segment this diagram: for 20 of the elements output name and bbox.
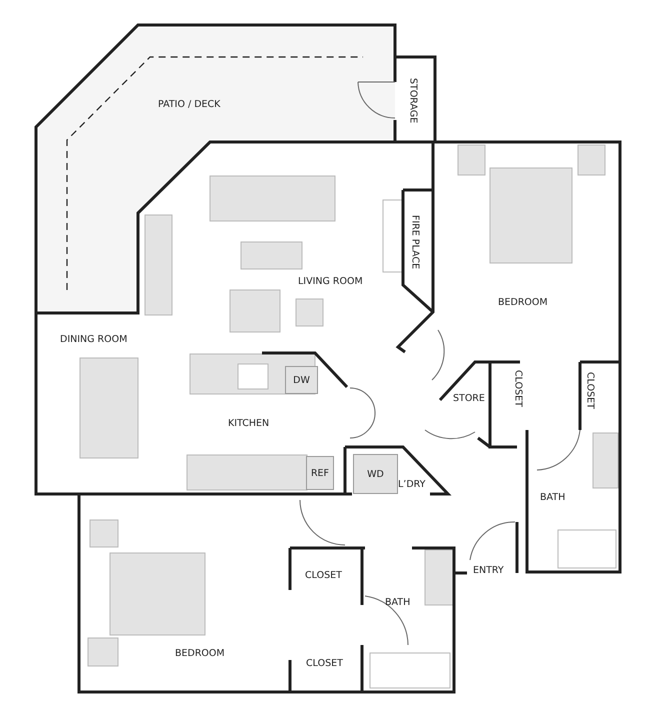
- appliance-box: DW: [285, 366, 318, 394]
- room-label: CLOSET: [585, 372, 594, 409]
- room-label: STORE: [453, 394, 485, 404]
- appliance-box: WD: [353, 454, 398, 494]
- room-label: CLOSET: [513, 370, 522, 407]
- room-label: DINING ROOM: [60, 335, 128, 344]
- room-label: KITCHEN: [228, 419, 270, 428]
- room-label: L’DRY: [398, 480, 426, 490]
- room-label: BATH: [540, 493, 566, 502]
- room-label: BEDROOM: [498, 298, 548, 308]
- room-label: ENTRY: [473, 566, 504, 576]
- room-label: CLOSET: [305, 571, 342, 580]
- room-label: LIVING ROOM: [298, 277, 363, 286]
- room-label: BATH: [385, 598, 410, 608]
- room-label: PATIO / DECK: [158, 100, 220, 110]
- room-label: CLOSET: [306, 659, 343, 668]
- room-label: STORAGE: [408, 78, 418, 124]
- appliance-box: REF: [306, 456, 334, 490]
- room-label: BEDROOM: [175, 649, 225, 658]
- room-label: FIRE PLACE: [410, 215, 420, 270]
